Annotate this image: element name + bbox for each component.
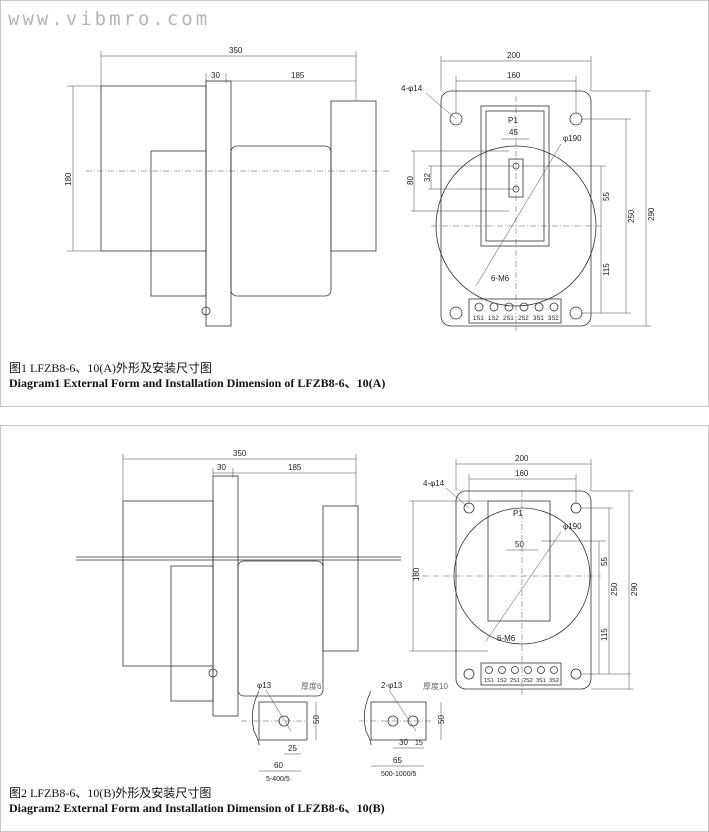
diagram1-caption: 图1 LFZB8-6、10(A)外形及安装尺寸图 Diagram1 Extern… <box>9 361 385 391</box>
dimension-label: 115 <box>602 263 611 276</box>
diagram2-panel: 350 30 185 P1 50 200 160 4-φ14 φ190 180 5… <box>0 425 709 832</box>
dimension-label: 160 <box>507 71 521 80</box>
dimension-label: 1S1 <box>473 316 484 322</box>
dimension-label: 500-1000/5 <box>381 771 417 778</box>
dimension-label: 290 <box>630 582 639 596</box>
dimension-label: 55 <box>600 557 609 566</box>
diagram1-panel: 350 30 185 180 P1 45 200 160 4-φ14 φ190 8… <box>0 0 709 407</box>
dimension-label: 45 <box>509 128 518 137</box>
dimension-label: 30 <box>399 738 408 747</box>
dimension-label: 3S1 <box>536 678 546 684</box>
dimension-label: 80 <box>406 176 415 185</box>
dimension-label: P1 <box>508 116 518 125</box>
caption-cn: 图2 LFZB8-6、10(B)外形及安装尺寸图 <box>9 786 212 800</box>
dimension-label: 30 <box>217 463 226 472</box>
dimension-label: 185 <box>291 71 305 80</box>
dimension-label: 厚度10 <box>423 681 448 691</box>
dimension-label: 350 <box>229 46 243 55</box>
dimension-label: 2S2 <box>523 678 533 684</box>
diagram1-drawing: 350 30 185 180 P1 45 200 160 4-φ14 φ190 8… <box>64 46 656 331</box>
dimension-label: 15 <box>415 740 423 747</box>
dimension-label: 1S2 <box>497 678 507 684</box>
dimension-label: 250 <box>610 582 619 596</box>
side-view: 350 30 185 <box>76 449 401 717</box>
busbar-detail-2: 2-φ13 厚度10 50 30 15 65 500-1000/5 <box>359 681 448 778</box>
dimension-label: 290 <box>647 207 656 221</box>
dimension-label: 2S1 <box>510 678 520 684</box>
dimension-label: 160 <box>515 469 529 478</box>
watermark: www.vibmro.com <box>8 8 211 30</box>
dimension-label: 50 <box>312 715 321 724</box>
dimension-label: φ190 <box>563 522 582 531</box>
dimension-label: 厚度6 <box>301 681 322 691</box>
dimension-label: 350 <box>233 449 247 458</box>
dimension-label: 65 <box>393 756 402 765</box>
dimension-label: 25 <box>288 744 297 753</box>
dimension-label: 3S2 <box>548 316 559 322</box>
dimension-label: 30 <box>211 71 220 80</box>
dimension-label: 180 <box>412 567 421 581</box>
dimension-label: φ190 <box>563 134 582 143</box>
dimension-label: 200 <box>507 51 521 60</box>
side-view: 350 30 185 180 <box>64 46 391 327</box>
dimension-label: 55 <box>602 192 611 201</box>
dimension-label: 2-φ13 <box>381 681 403 690</box>
dimension-label: 6-M6 <box>491 274 510 283</box>
dimension-label: 50 <box>437 715 446 724</box>
dimension-label: 4-φ14 <box>423 479 445 488</box>
busbar-detail-1: φ13 厚度6 50 25 60 5-400/5 <box>241 681 322 783</box>
dimension-label: φ13 <box>257 681 272 690</box>
dimension-label: 115 <box>600 628 609 641</box>
dimension-label: 60 <box>274 761 283 770</box>
terminal-block: 1S1 1S2 2S1 2S2 3S1 3S2 <box>473 302 559 322</box>
dimension-label: 50 <box>515 540 524 549</box>
dimension-label: 185 <box>288 463 302 472</box>
dimension-label: 2S1 <box>503 316 514 322</box>
dimension-label: 3S2 <box>549 678 559 684</box>
dimension-label: 250 <box>627 209 636 223</box>
caption-cn: 图1 LFZB8-6、10(A)外形及安装尺寸图 <box>9 361 212 375</box>
front-view: P1 45 200 160 4-φ14 φ190 80 32 55 115 250… <box>401 51 656 331</box>
dimension-label: 1S1 <box>484 678 494 684</box>
diagram2-caption: 图2 LFZB8-6、10(B)外形及安装尺寸图 Diagram2 Extern… <box>9 786 385 816</box>
front-view: P1 50 200 160 4-φ14 φ190 180 55 115 250 2… <box>409 454 639 696</box>
dimension-label: 6-M6 <box>497 634 516 643</box>
caption-en: Diagram1 External Form and Installation … <box>9 376 386 390</box>
diagram2-drawing: 350 30 185 P1 50 200 160 4-φ14 φ190 180 5… <box>76 449 639 783</box>
caption-en: Diagram2 External Form and Installation … <box>9 801 385 815</box>
dimension-label: 1S2 <box>488 316 499 322</box>
dimension-label: 3S1 <box>533 316 544 322</box>
dimension-label: 32 <box>423 173 432 182</box>
dimension-label: 4-φ14 <box>401 84 423 93</box>
dimension-label: 200 <box>515 454 529 463</box>
dimension-label: 180 <box>64 172 73 186</box>
dimension-label: P1 <box>513 509 523 518</box>
dimension-label: 2S2 <box>518 316 529 322</box>
dimension-label: 5-400/5 <box>266 776 290 783</box>
